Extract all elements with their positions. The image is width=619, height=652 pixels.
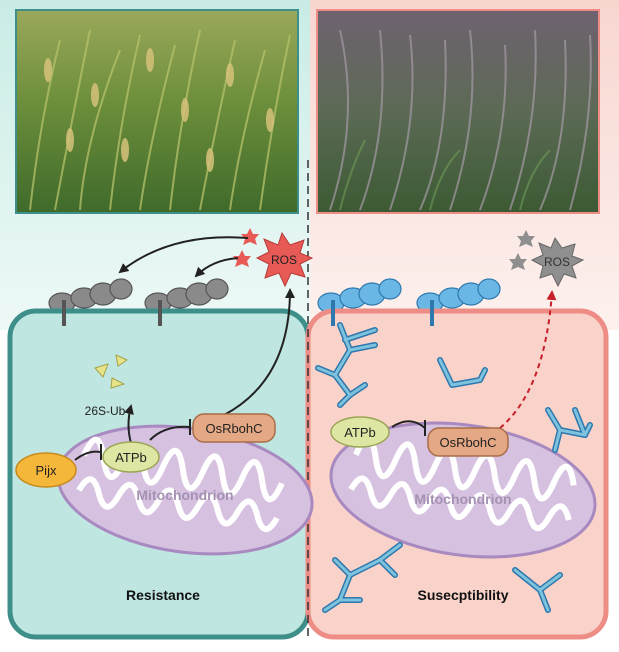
resistant-field-photo [15,9,299,214]
osrbohc-right-label: OsRbohC [439,435,496,450]
mito-left-label: Mitochondrion [136,487,233,503]
ros-right-label: ROS [544,255,570,269]
susceptibility-label: Susecptibility [417,587,508,603]
inhibit-pijx-atpb [74,450,101,461]
mitochondrion-right: Mitochondrion [329,421,597,559]
osrbohc-left-node: OsRbohC [192,413,276,443]
atpb-right-node: ATPb [330,416,390,448]
ros-small-star-2 [233,250,251,267]
ros-small-star-1 [241,228,259,245]
osrbohc-left-label: OsRbohC [205,421,262,436]
atpb-left-node: ATPb [102,441,160,473]
ros-left-label: ROS [271,253,297,267]
ros-left-burst: ROS [255,231,314,288]
susceptible-field-photo [316,9,600,214]
ub-label: 26S-Ub [85,404,126,418]
osrbohc-right-node: OsRbohC [427,427,509,457]
ros-grey-star-1 [517,230,535,247]
arrow-ros-to-receptor-2 [194,257,239,278]
arrow-atpb-to-ub [124,404,134,444]
pijx-node: Pijx [15,452,77,488]
mito-right-label: Mitochondrion [414,491,511,507]
pijx-label: Pijx [36,463,57,478]
ros-grey-star-2 [509,253,527,270]
ub-fragments [94,354,129,389]
inhibit-atpb-osrbohc-left [149,425,191,441]
atpb-right-label: ATPb [344,425,376,440]
inhibit-atpb-osrbohc-right [391,420,426,429]
atpb-left-label: ATPb [115,450,147,465]
arrow-ros-to-receptor-1 [118,236,249,274]
arrow-osrbohc-to-ros [223,288,295,416]
ros-right-burst: ROS [530,236,585,288]
dashed-arrow-osrbohc-to-ros [499,290,557,429]
resistance-label: Resistance [126,587,200,603]
blue-receptor-1 [317,278,402,330]
